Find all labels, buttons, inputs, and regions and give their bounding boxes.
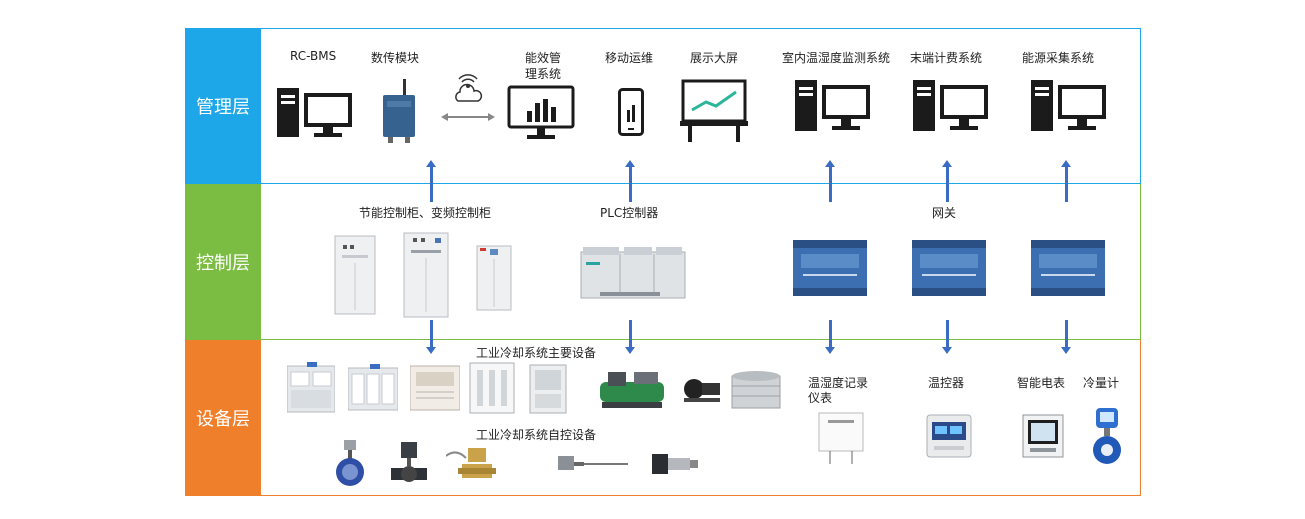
computer-icon	[795, 80, 870, 131]
temperature-sensor-icon	[558, 456, 628, 470]
efficiency-mgmt-label-2: 理系统	[525, 67, 562, 81]
control-cabinet-icon	[334, 235, 376, 315]
cloud-wireless-icon	[455, 74, 483, 102]
smart-meter-label: 智能电表	[1017, 376, 1066, 390]
management-tier-box	[261, 28, 1141, 184]
cooler-unit-icon	[410, 365, 460, 411]
butterfly-valve-icon	[336, 440, 364, 486]
gas-skid-icon	[469, 362, 515, 414]
gateway-icon	[793, 240, 867, 296]
gateway-icon	[912, 240, 986, 296]
computer-icon	[913, 80, 988, 131]
display-screen-label: 展示大屏	[690, 51, 739, 65]
equipment-tier-text: 设备层	[196, 409, 250, 430]
gateway-module-label: 数传模块	[371, 51, 420, 65]
plc-label: PLC控制器	[600, 206, 659, 220]
management-tier-text: 管理层	[196, 97, 250, 118]
computer-icon	[1031, 80, 1106, 131]
data-module-icon	[383, 79, 415, 143]
efficiency-mgmt-label-1: 能效管	[525, 51, 562, 65]
chart-monitor-icon	[507, 85, 575, 139]
down-arrow	[825, 320, 835, 354]
management-tier-label: 管理层	[185, 28, 261, 184]
chiller-icon	[600, 372, 664, 408]
cabinets-label: 节能控制柜、变频控制柜	[359, 206, 492, 220]
equipment-tier-label: 设备层	[185, 340, 261, 496]
display-board-icon	[680, 79, 748, 142]
down-arrow	[625, 320, 635, 354]
cooling-tower-icon	[731, 371, 781, 409]
computer-icon	[277, 88, 352, 137]
indoor-th-label: 室内温湿度监测系统	[782, 51, 891, 65]
equipment-tier-box	[261, 340, 1141, 496]
down-arrow	[1061, 320, 1071, 354]
mobile-ops-label: 移动运维	[605, 51, 654, 65]
cooling-auto-label: 工业冷却系统自控设备	[476, 428, 597, 442]
down-arrow	[426, 320, 436, 354]
smart-meter-icon	[1022, 414, 1064, 458]
down-arrow	[942, 320, 952, 354]
control-tier-text: 控制层	[196, 253, 250, 274]
thermostat-icon	[926, 414, 972, 458]
plc-controller-icon	[580, 247, 686, 299]
solenoid-valve-icon	[446, 448, 496, 478]
cold-meter-label: 冷量计	[1083, 376, 1120, 390]
control-tier-box	[261, 184, 1141, 340]
th-recorder-icon	[818, 412, 864, 464]
terminal-billing-label: 末端计费系统	[910, 51, 983, 65]
gateway-icon	[1031, 240, 1105, 296]
thermostat-label: 温控器	[928, 376, 965, 390]
bidirectional-arrow	[441, 113, 495, 121]
air-handling-unit-icon	[348, 364, 398, 411]
up-arrow	[1061, 160, 1071, 202]
th-recorder-label-1: 温湿度记录	[808, 376, 869, 390]
cold-meter-icon	[1093, 408, 1121, 464]
gateway-label: 网关	[932, 206, 957, 220]
mobile-phone-icon	[618, 88, 644, 136]
control-cabinet-icon	[403, 232, 449, 318]
cabinet-ac-icon	[529, 364, 567, 414]
pressure-sensor-icon	[652, 454, 698, 474]
up-arrow	[426, 160, 436, 202]
control-cabinet-icon	[476, 245, 512, 311]
air-handling-unit-icon	[287, 362, 335, 413]
up-arrow	[825, 160, 835, 202]
rcbms-label: RC-BMS	[290, 49, 337, 63]
pump-icon	[684, 379, 720, 402]
th-recorder-label-2: 仪表	[808, 391, 833, 405]
control-valve-icon	[391, 442, 427, 482]
up-arrow	[625, 160, 635, 202]
control-tier-label: 控制层	[185, 184, 261, 340]
energy-collection-label: 能源采集系统	[1022, 51, 1095, 65]
up-arrow	[942, 160, 952, 202]
cooling-main-label: 工业冷却系统主要设备	[476, 346, 597, 360]
